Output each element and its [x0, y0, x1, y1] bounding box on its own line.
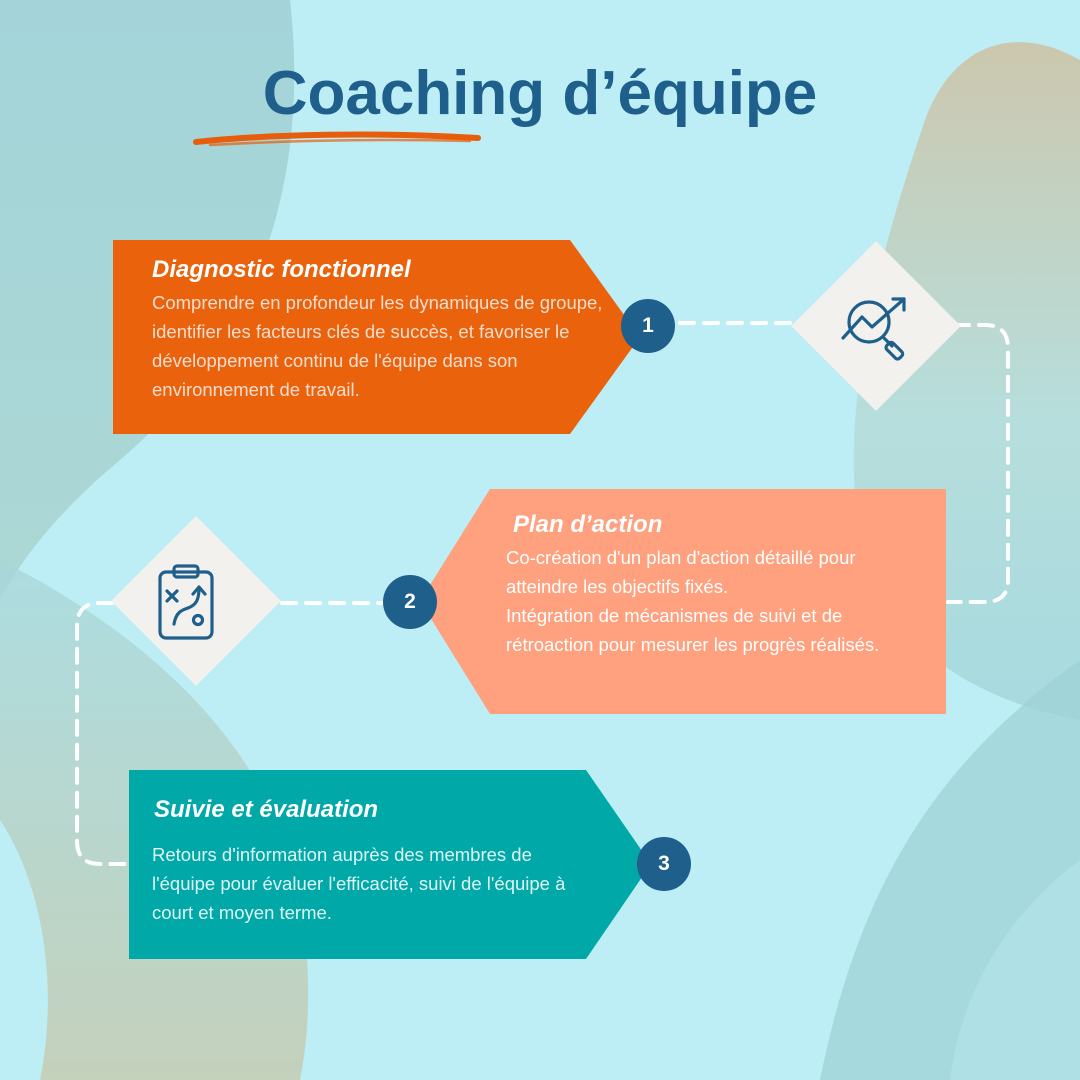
step-3-heading: Suivie et évaluation	[154, 796, 379, 823]
title-underline	[193, 131, 481, 147]
page-title: Coaching d’équipe	[262, 59, 818, 128]
step-3-body: Retours d'information auprès des membres…	[152, 840, 582, 927]
step-1-heading: Diagnostic fonctionnel	[152, 256, 411, 283]
step-2-text: Plan d’action Co-création d'un plan d'ac…	[506, 511, 916, 659]
step-3-paragraph: Retours d'information auprès des membres…	[152, 844, 566, 923]
step-3-badge: 3	[637, 837, 691, 891]
step-2-heading: Plan d’action	[513, 511, 663, 538]
step-2-body: Co-création d'un plan d'action détaillé …	[506, 543, 916, 659]
step-2-badge: 2	[383, 575, 437, 629]
step-panel-plan	[420, 489, 946, 714]
clipboard-strategy-icon	[158, 564, 214, 640]
step-1-body: Comprendre en profondeur les dynamiques …	[152, 288, 607, 404]
step-1-paragraph: Comprendre en profondeur les dynamiques …	[152, 292, 603, 400]
step-panel-suivi	[129, 770, 651, 959]
step-3-text: Suivie et évaluation Retours d'informati…	[152, 796, 582, 927]
step-2-paragraph-2: Intégration de mécanismes de suivi et de…	[506, 605, 880, 655]
chart-magnifier-icon	[841, 297, 906, 361]
step-1-text: Diagnostic fonctionnel Comprendre en pro…	[152, 256, 607, 404]
step-2-paragraph-1: Co-création d'un plan d'action détaillé …	[506, 547, 856, 597]
bg-band-bottom-right-inner	[950, 860, 1080, 1080]
step-1-badge: 1	[621, 299, 675, 353]
step-panel-diagnostic	[113, 240, 640, 434]
